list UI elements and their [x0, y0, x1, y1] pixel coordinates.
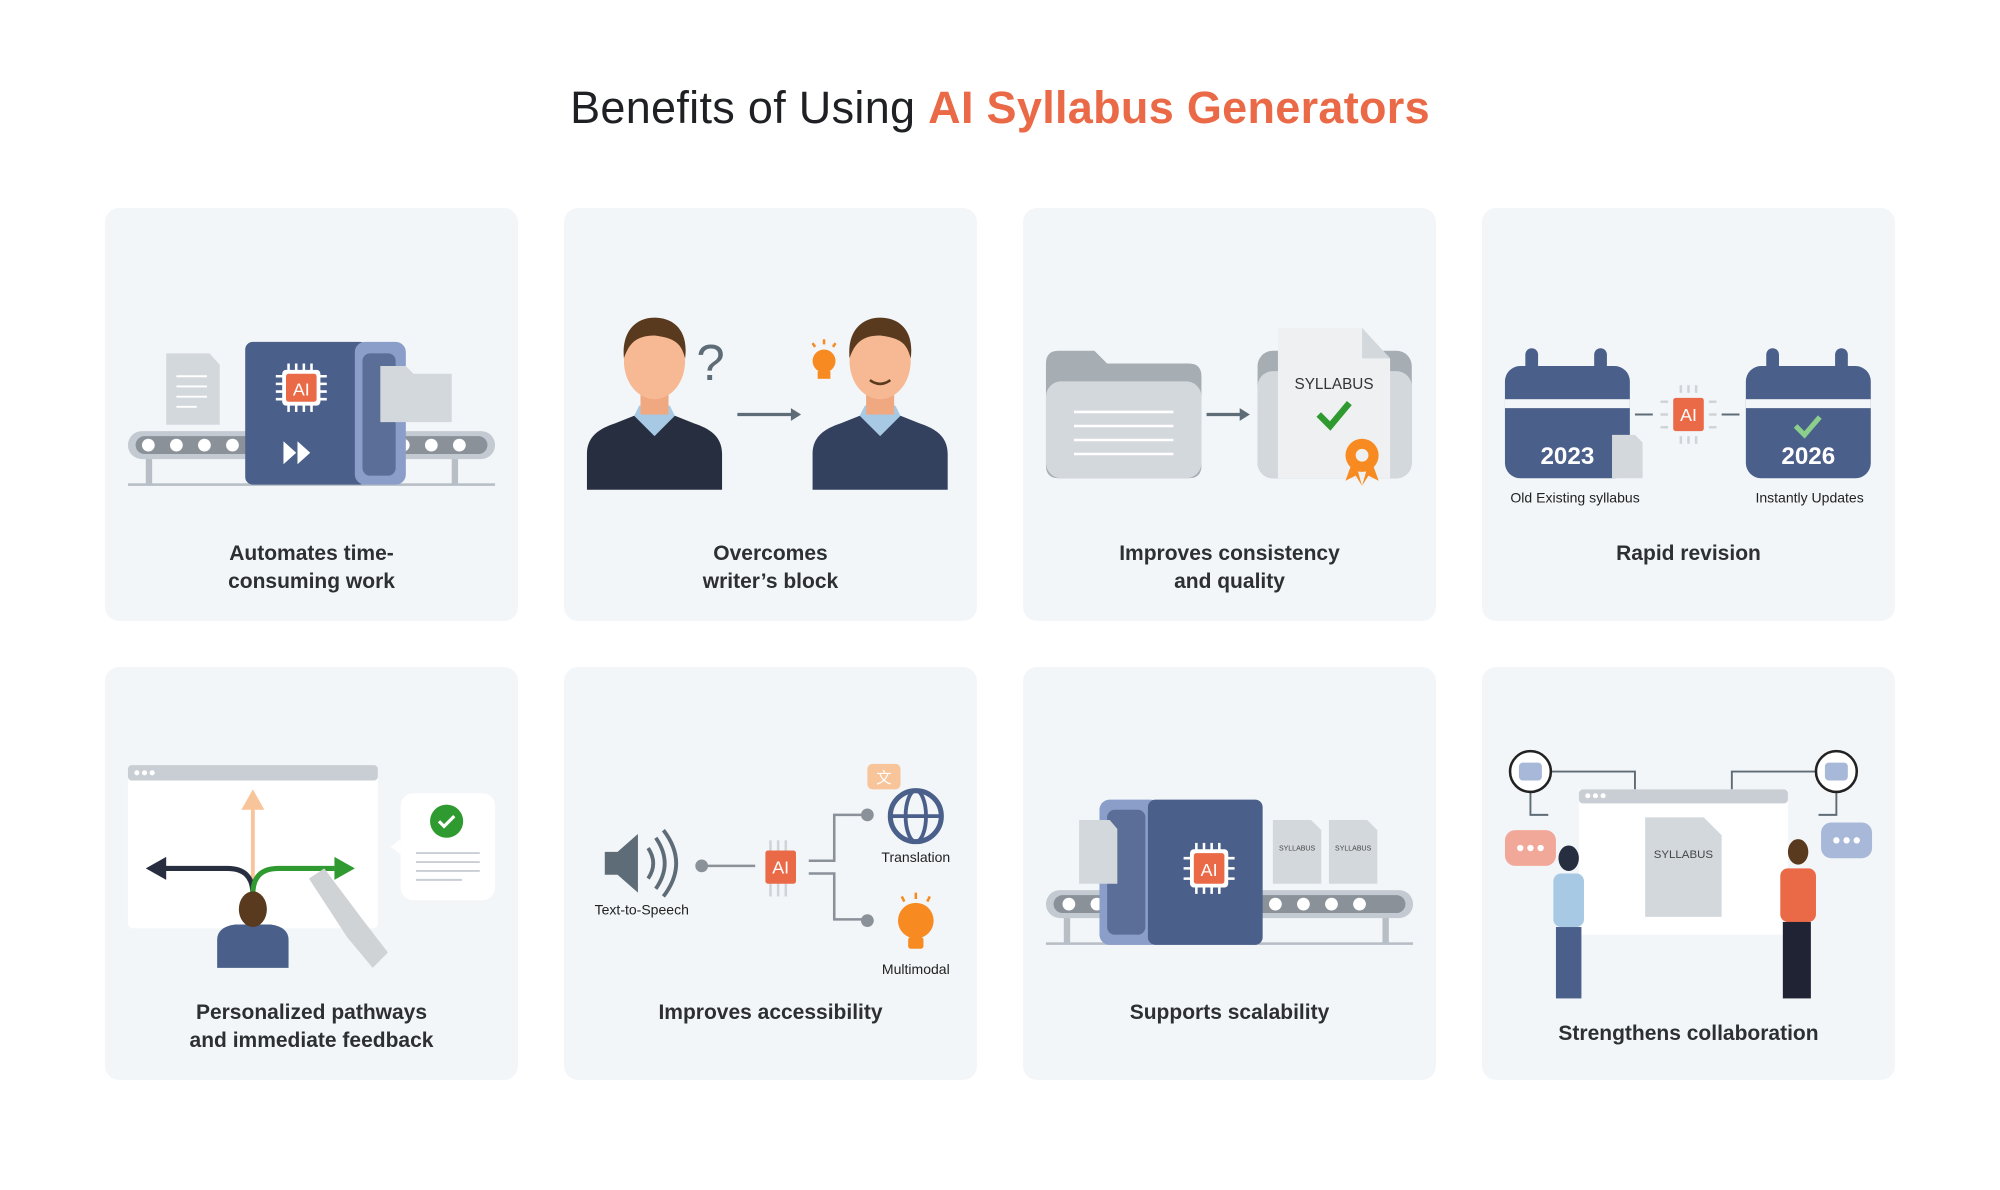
card-collaboration: SYLLABUS Strengthens collaboration — [1482, 667, 1895, 1080]
scalability-illustration: AI SYLLABUS SYLLABUS — [1045, 799, 1414, 945]
svg-text:2023: 2023 — [1540, 443, 1594, 470]
chat-bubble-icon — [1504, 830, 1556, 866]
woman-icon — [1553, 845, 1584, 999]
ai-chip-icon: AI — [765, 840, 796, 897]
caption-line: Strengthens collaboration — [1558, 1022, 1819, 1045]
svg-text:SYLLABUS: SYLLABUS — [1295, 376, 1374, 393]
confused-person-icon — [586, 317, 723, 490]
robot-hand-icon — [308, 868, 388, 968]
caption-line: Supports scalability — [1129, 1001, 1330, 1024]
arrow-right-icon — [1206, 408, 1250, 421]
svg-text:AI: AI — [1201, 860, 1218, 880]
question-mark-icon: ? — [696, 334, 724, 391]
title-accent: AI Syllabus Generators — [928, 82, 1430, 133]
svg-text:Text-to-Speech: Text-to-Speech — [595, 901, 689, 917]
calendar-update-illustration: 2023 Old Existing syllabus AI 2026 Insta… — [1504, 348, 1871, 505]
caption-line: Automates time- — [229, 542, 394, 565]
happy-person-icon — [812, 317, 948, 490]
caption-line: Rapid revision — [1616, 542, 1761, 565]
ai-chip-icon: AI — [1660, 385, 1717, 444]
caption-line: Improves accessibility — [658, 1001, 883, 1024]
caption-line: writer’s block — [702, 570, 839, 593]
man-icon — [1780, 839, 1816, 999]
card-caption: Strengthens collaboration — [1482, 1020, 1895, 1048]
card-rapid-revision: 2023 Old Existing syllabus AI 2026 Insta… — [1482, 208, 1895, 621]
card-caption: Rapid revision — [1482, 540, 1895, 568]
svg-text:SYLLABUS: SYLLABUS — [1279, 846, 1316, 853]
fast-forward-icon — [283, 441, 311, 465]
caption-line: and immediate feedback — [189, 1029, 434, 1052]
card-caption: Automates time-consuming work — [105, 540, 518, 596]
folder-icon — [1045, 350, 1202, 479]
svg-text:SYLLABUS: SYLLABUS — [1335, 846, 1372, 853]
card-automates-work: AI Automates time-consuming work — [105, 208, 518, 621]
card-accessibility: Text-to-Speech AI 文 Translation Multimod… — [564, 667, 977, 1080]
calendar-old-icon: 2023 — [1504, 348, 1630, 479]
document-icon — [166, 353, 220, 425]
svg-text:SYLLABUS: SYLLABUS — [1654, 849, 1714, 861]
pathways-illustration — [127, 765, 496, 968]
card-caption: Overcomes writer’s block — [564, 540, 977, 596]
feedback-bubble-icon — [390, 793, 496, 901]
lightbulb-icon — [811, 339, 837, 379]
person-idea-illustration: ? — [586, 317, 948, 490]
title-prefix: Benefits of Using — [570, 82, 929, 133]
syllabus-document-icon: SYLLABUS — [1328, 819, 1378, 884]
card-consistency-quality: SYLLABUS Improves consistency and quality — [1023, 208, 1436, 621]
svg-text:Multimodal: Multimodal — [882, 961, 950, 977]
svg-text:AI: AI — [772, 858, 789, 878]
syllabus-document-icon: SYLLABUS — [1645, 817, 1722, 917]
ai-chip-icon: AI — [275, 363, 327, 412]
arrow-right-icon — [334, 856, 355, 880]
svg-text:文: 文 — [876, 770, 891, 787]
syllabus-document-icon: SYLLABUS — [1272, 819, 1322, 884]
arrow-up-icon — [241, 789, 265, 810]
card-writers-block: ? Overcomes writer’s block — [564, 208, 977, 621]
caption-line: Personalized pathways — [195, 1001, 428, 1024]
card-caption: Personalized pathways and immediate feedb… — [105, 999, 518, 1055]
document-icon — [1079, 819, 1118, 884]
conveyor-ai-illustration: AI — [127, 341, 496, 486]
card-personalized-pathways: Personalized pathways and immediate feedb… — [105, 667, 518, 1080]
card-caption: Improves consistency and quality — [1023, 540, 1436, 596]
speaker-icon — [604, 828, 678, 898]
accessibility-illustration: Text-to-Speech AI 文 Translation Multimod… — [595, 763, 950, 977]
translate-icon: 文 — [867, 763, 901, 790]
old-syllabus-label: Old Existing syllabus — [1510, 489, 1639, 505]
svg-text:Translation: Translation — [881, 849, 950, 865]
folder-icon — [380, 366, 452, 423]
collaboration-illustration: SYLLABUS — [1504, 749, 1873, 999]
lightbulb-icon — [897, 892, 934, 949]
caption-line: Overcomes — [713, 542, 828, 565]
card-caption: Supports scalability — [1023, 999, 1436, 1027]
card-caption: Improves accessibility — [564, 999, 977, 1027]
svg-text:AI: AI — [1680, 405, 1697, 425]
arrow-right-icon — [737, 408, 802, 421]
svg-text:2026: 2026 — [1781, 443, 1835, 470]
checkmark-icon — [1793, 415, 1822, 439]
ai-chip-icon: AI — [1183, 842, 1235, 894]
page-title: Benefits of Using AI Syllabus Generators — [0, 82, 2000, 134]
calendar-new-icon: 2026 — [1745, 348, 1871, 479]
arrow-left-icon — [145, 856, 167, 880]
robot-icon — [1508, 749, 1553, 794]
checkmark-icon — [1316, 400, 1352, 431]
caption-line: consuming work — [228, 570, 395, 593]
chat-bubble-icon — [1821, 822, 1873, 859]
updated-label: Instantly Updates — [1755, 489, 1863, 505]
syllabus-quality-illustration: SYLLABUS — [1045, 327, 1412, 486]
svg-text:AI: AI — [293, 379, 310, 399]
document-icon — [1612, 434, 1643, 479]
caption-line: and quality — [1174, 570, 1285, 593]
robot-icon — [1814, 749, 1859, 794]
globe-icon — [887, 788, 944, 845]
award-badge-icon — [1345, 438, 1379, 486]
card-scalability: AI SYLLABUS SYLLABUS Supports scalabilit… — [1023, 667, 1436, 1080]
caption-line: Improves consistency — [1119, 542, 1340, 565]
student-icon — [217, 891, 289, 968]
